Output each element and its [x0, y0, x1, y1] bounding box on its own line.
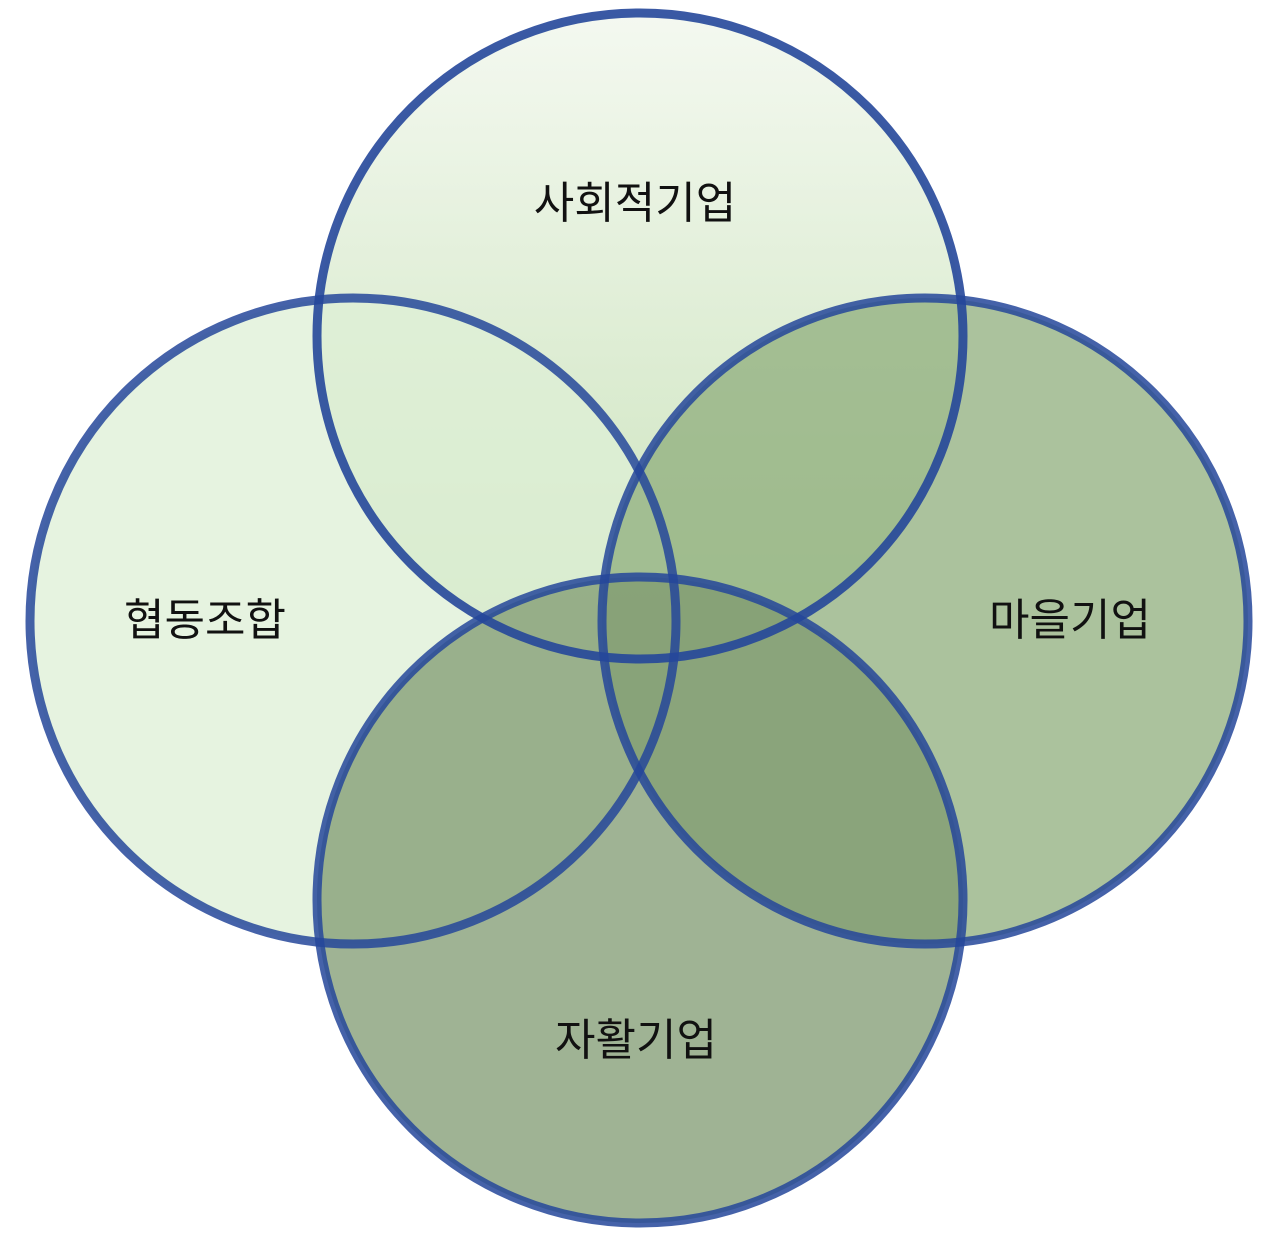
label-cooperative: 협동조합 — [124, 595, 286, 646]
circle-fills — [30, 13, 1248, 1223]
label-social-enterprise: 사회적기업 — [534, 178, 736, 229]
circle-outline-village-enterprise — [597, 293, 1253, 949]
label-self-sufficiency-enterprise: 자활기업 — [555, 1015, 717, 1066]
circle-outline-cooperative — [25, 293, 681, 949]
circle-fill-self-sufficiency-enterprise — [317, 577, 963, 1223]
circle-outline-social-enterprise — [312, 8, 968, 664]
circle-outline-self-sufficiency-enterprise — [312, 572, 968, 1228]
label-village-enterprise: 마을기업 — [989, 595, 1151, 646]
circle-outlines — [25, 8, 1253, 1228]
circle-labels: 사회적기업 협동조합 마을기업 자활기업 — [124, 178, 1151, 1066]
